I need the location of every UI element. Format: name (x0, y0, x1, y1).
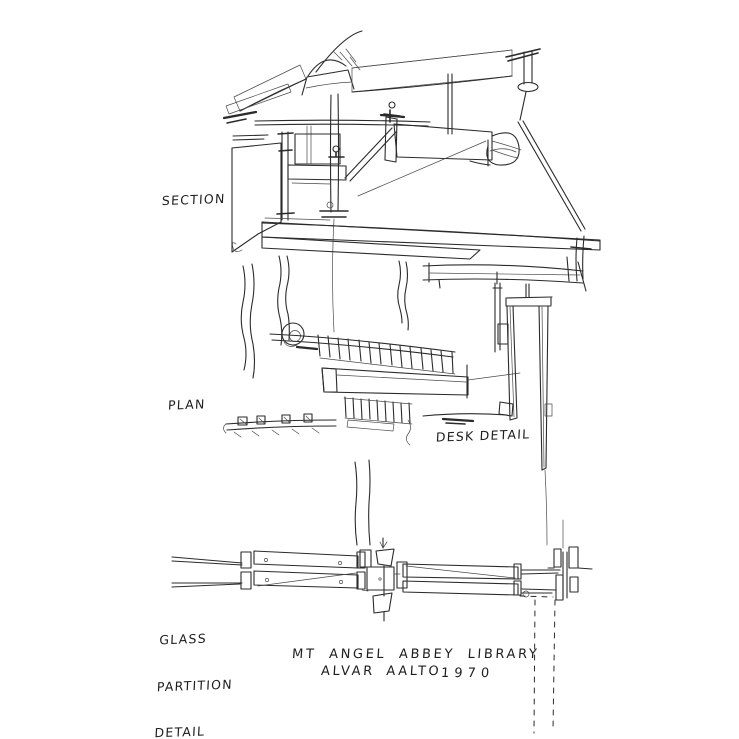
glass-partition-label-line2: PARTITION (156, 676, 234, 694)
section-label: SECTION (161, 190, 226, 209)
section-drawing (222, 30, 601, 333)
glass-partition-label: GLASS PARTITION DETAIL (152, 599, 237, 739)
plan-drawing (223, 255, 521, 446)
plan-label: PLAN (167, 396, 206, 413)
desk-detail-drawing (422, 256, 587, 471)
sketch-title: MT ANGEL ABBEY LIBRARY (291, 647, 540, 662)
glass-partition-drawing (171, 459, 593, 734)
glass-partition-label-line1: GLASS (158, 630, 208, 648)
glass-partition-label-line3: DETAIL (154, 723, 206, 739)
sketch-year: 1970 (440, 666, 495, 681)
architect-name: ALVAR AALTO (320, 664, 442, 679)
